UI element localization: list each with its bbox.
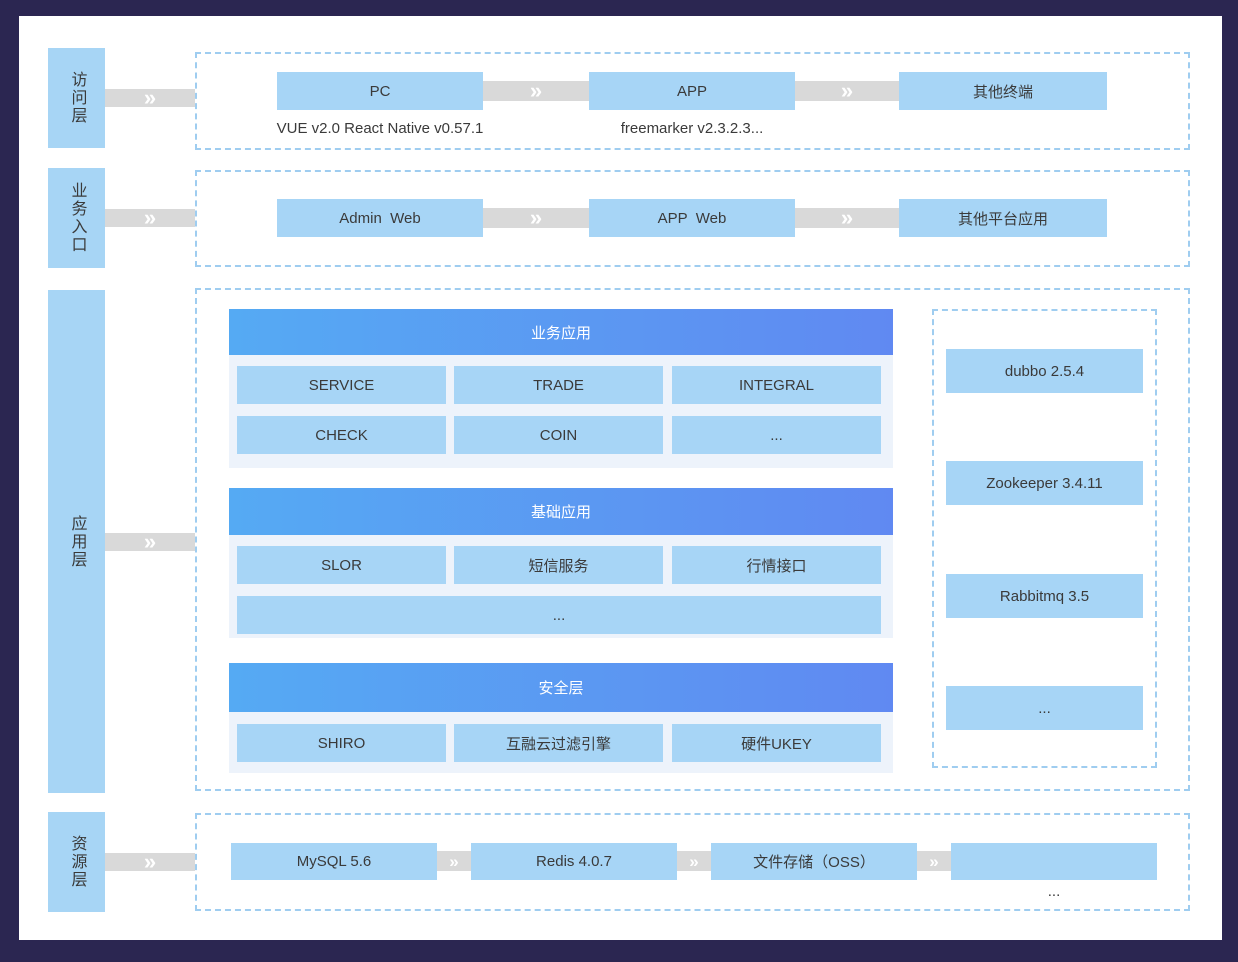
- entry-layer-panel: [195, 170, 1190, 267]
- node-other-platform-app: 其他平台应用: [899, 199, 1107, 237]
- cell-coin: COIN: [454, 416, 663, 454]
- connector-redis-oss: »: [677, 851, 711, 871]
- double-chevron-icon: »: [529, 78, 543, 103]
- cell-hurongyun-filter: 互融云过滤引擎: [454, 724, 663, 762]
- node-admin-web: Admin Web: [277, 199, 483, 237]
- double-chevron-icon: »: [143, 85, 157, 110]
- connector-pc-app: »: [483, 78, 589, 103]
- double-chevron-icon: »: [143, 205, 157, 230]
- double-chevron-icon: »: [143, 849, 157, 874]
- resource-layer-panel: [195, 813, 1190, 911]
- cell-base-more-wide: ...: [237, 596, 881, 634]
- mw-dubbo: dubbo 2.5.4: [946, 349, 1143, 393]
- connector-oss-more: »: [917, 851, 951, 871]
- double-chevron-icon: »: [840, 205, 854, 230]
- caption-pc-stack: VUE v2.0 React Native v0.57.1: [276, 120, 484, 137]
- connector-entry: »: [105, 205, 195, 230]
- connector-admin-appweb: »: [483, 205, 589, 230]
- double-chevron-icon: »: [840, 78, 854, 103]
- caption-app-stack: freemarker v2.3.2.3...: [620, 120, 764, 137]
- sidebar-tab-access-layer: 访问层: [48, 48, 105, 148]
- mw-rabbitmq: Rabbitmq 3.5: [946, 574, 1143, 618]
- node-pc: PC: [277, 72, 483, 110]
- connector-access: »: [105, 85, 195, 110]
- cell-sms-service: 短信服务: [454, 546, 663, 584]
- sidebar-tab-resource-layer: 资源层: [48, 812, 105, 912]
- cell-service: SERVICE: [237, 366, 446, 404]
- connector-application: »: [105, 529, 195, 554]
- connector-appweb-other: »: [795, 205, 899, 230]
- connector-app-other: »: [795, 78, 899, 103]
- section-business-apps-header: 业务应用: [229, 309, 893, 355]
- cell-integral: INTEGRAL: [672, 366, 881, 404]
- mw-more: ...: [946, 686, 1143, 730]
- double-chevron-icon: »: [929, 851, 939, 871]
- node-redis: Redis 4.0.7: [471, 843, 677, 880]
- node-app: APP: [589, 72, 795, 110]
- caption-resource-more: ...: [1047, 883, 1061, 900]
- sidebar-tab-application-layer: 应用层: [48, 290, 105, 793]
- access-layer-panel: [195, 52, 1190, 150]
- double-chevron-icon: »: [143, 529, 157, 554]
- cell-slor: SLOR: [237, 546, 446, 584]
- node-file-storage-oss: 文件存储（OSS）: [711, 843, 917, 880]
- cell-market-api: 行情接口: [672, 546, 881, 584]
- node-mysql: MySQL 5.6: [231, 843, 437, 880]
- middleware-panel: [932, 309, 1157, 768]
- node-resource-extra: [951, 843, 1157, 880]
- section-base-apps-header: 基础应用: [229, 488, 893, 535]
- sidebar-tab-entry-layer: 业务入口: [48, 168, 105, 268]
- node-app-web: APP Web: [589, 199, 795, 237]
- mw-zookeeper: Zookeeper 3.4.11: [946, 461, 1143, 505]
- node-other-terminal: 其他终端: [899, 72, 1107, 110]
- connector-mysql-redis: »: [437, 851, 471, 871]
- double-chevron-icon: »: [529, 205, 543, 230]
- double-chevron-icon: »: [689, 851, 699, 871]
- cell-check: CHECK: [237, 416, 446, 454]
- section-security-header: 安全层: [229, 663, 893, 712]
- cell-shiro: SHIRO: [237, 724, 446, 762]
- double-chevron-icon: »: [449, 851, 459, 871]
- cell-business-more: ...: [672, 416, 881, 454]
- cell-hardware-ukey: 硬件UKEY: [672, 724, 881, 762]
- application-layer-panel: [195, 288, 1190, 791]
- connector-resource: »: [105, 849, 195, 874]
- cell-trade: TRADE: [454, 366, 663, 404]
